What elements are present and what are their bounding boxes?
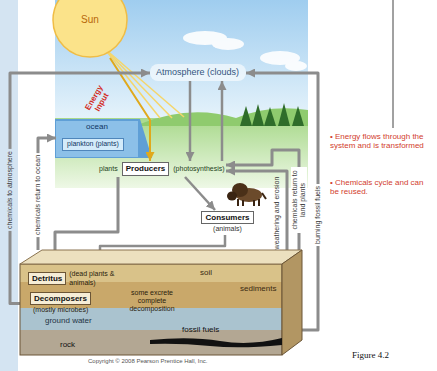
bison-part bbox=[238, 193, 266, 206]
node-text: (mostly microbes) bbox=[30, 306, 88, 314]
flow-arrow bbox=[221, 81, 224, 161]
plankton-box: plankton (plants) bbox=[62, 138, 124, 151]
sun-rays-part bbox=[104, 48, 160, 118]
node-text: Sun bbox=[81, 14, 99, 26]
bison-part-part bbox=[262, 193, 266, 199]
node-text: ground water bbox=[45, 316, 92, 325]
consumers-box: Consumers(animals) bbox=[200, 210, 255, 235]
flow-label: burning fossil fuels bbox=[314, 184, 322, 246]
earth-block-part bbox=[282, 250, 302, 355]
node-text: ocean bbox=[86, 122, 108, 131]
clouds-part bbox=[285, 61, 307, 71]
flow-arrow bbox=[185, 177, 215, 210]
sun-circle-shape bbox=[52, 0, 128, 58]
sun-circle-part bbox=[53, 0, 127, 57]
detritus-box: Detritus(dead plants & animals) bbox=[28, 270, 124, 287]
land bbox=[55, 118, 308, 188]
earth-block-part bbox=[150, 338, 282, 347]
node-text: rock bbox=[60, 340, 75, 349]
bison-part-part bbox=[253, 200, 255, 206]
summary-bullet: • Chemicals cycle and can be reused. bbox=[330, 178, 432, 196]
node-text: (dead plants & animals) bbox=[69, 270, 123, 286]
figure-caption: Figure 4.2 bbox=[352, 350, 389, 360]
flow-arrow bbox=[189, 81, 192, 161]
sun-circle: Sun bbox=[52, 0, 128, 58]
fossil-fuels-layer: fossil fuels bbox=[180, 324, 222, 336]
flow-label: Energy Input bbox=[81, 80, 115, 120]
trees-part bbox=[240, 106, 252, 126]
node-text: sediments bbox=[240, 284, 276, 293]
decomposers-box: Decomposers(mostly microbes) bbox=[30, 292, 91, 315]
flow-label: chemicals to atmosphere bbox=[6, 149, 14, 231]
side-strip bbox=[0, 0, 18, 371]
bison-part bbox=[227, 192, 237, 201]
bison bbox=[227, 183, 266, 206]
flow-arrow bbox=[226, 150, 299, 250]
ocean-water bbox=[55, 119, 152, 158]
node-text: plants bbox=[99, 165, 118, 173]
copyright-note: Copyright © 2008 Pearson Prentice Hall, … bbox=[88, 358, 207, 365]
bison-part-part bbox=[258, 199, 260, 206]
flow-label: chemicals return to ocean bbox=[34, 153, 42, 237]
flow-label: weathering and erosion bbox=[273, 175, 281, 252]
earth-block-part bbox=[20, 330, 282, 355]
node-text: (photosynthesis) bbox=[173, 165, 224, 173]
bison-part-part bbox=[242, 200, 244, 206]
process-note: some excrete complete decomposition bbox=[126, 289, 178, 313]
sun-rays-part bbox=[104, 48, 184, 117]
node-text: Atmosphere (clouds) bbox=[156, 67, 240, 77]
node-text: Decomposers bbox=[30, 292, 91, 305]
clouds-part bbox=[212, 38, 244, 50]
trees-part bbox=[278, 103, 290, 126]
node-text: fossil fuels bbox=[182, 325, 220, 334]
sun-rays-part bbox=[104, 48, 172, 118]
node-text: (animals) bbox=[213, 225, 242, 233]
frame-border bbox=[393, 0, 394, 128]
node-text: plankton (plants) bbox=[67, 140, 119, 148]
trees bbox=[240, 103, 304, 126]
earth-block-part bbox=[20, 250, 302, 264]
earth-block-part bbox=[20, 264, 282, 355]
node-text: soil bbox=[200, 268, 212, 277]
summary-bullet: • Energy flows through the system and is… bbox=[330, 132, 432, 150]
atmosphere-cloud: Atmosphere (clouds) bbox=[150, 64, 246, 81]
node-text: Consumers bbox=[201, 211, 253, 224]
trees-part bbox=[252, 104, 264, 126]
producers-box: plants Producers(photosynthesis) bbox=[98, 161, 226, 177]
trees-part bbox=[292, 106, 304, 126]
trees-part bbox=[264, 107, 276, 126]
ocean-band: ocean plankton (plants) bbox=[56, 121, 138, 157]
node-text: Producers bbox=[122, 162, 170, 175]
node-text: Detritus bbox=[28, 272, 66, 285]
bison-part-part bbox=[237, 199, 239, 206]
sun-rays bbox=[104, 48, 184, 118]
flow-label: chemicals return to land plants bbox=[291, 167, 307, 233]
earth-block-part bbox=[20, 264, 282, 355]
sky bbox=[55, 0, 308, 120]
